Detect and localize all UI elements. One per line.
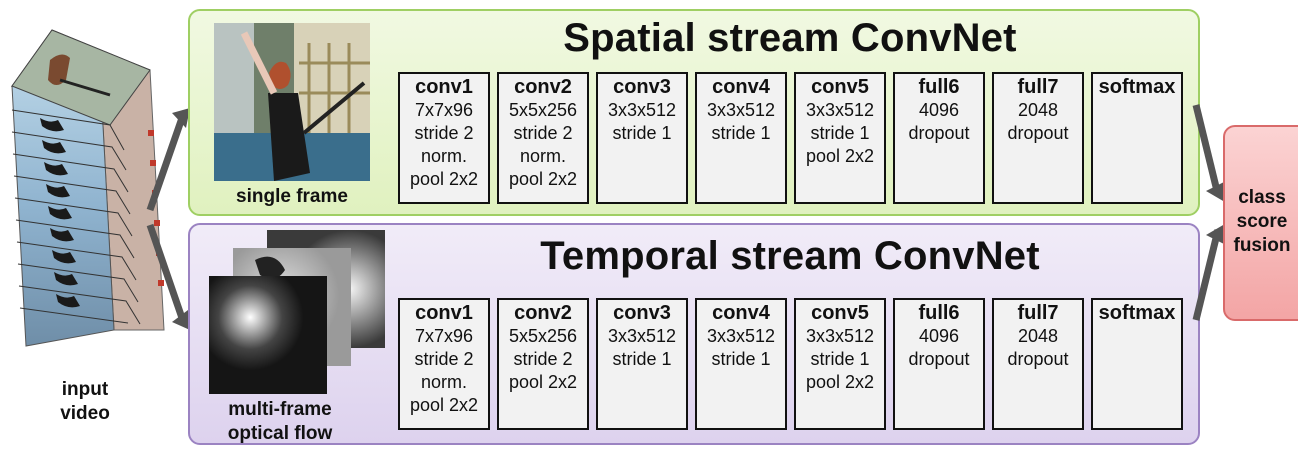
layer-param: pool 2x2 xyxy=(805,372,875,392)
layer-param: stride 1 xyxy=(810,123,870,143)
layer-param: pool 2x2 xyxy=(508,372,578,392)
layer-param: 5x5x256 xyxy=(508,100,578,120)
layer-name: conv2 xyxy=(514,76,572,98)
spatial-stream-title: Spatial stream ConvNet xyxy=(563,16,1017,60)
layer-param: 3x3x512 xyxy=(805,100,875,120)
layer-name: conv1 xyxy=(415,302,473,324)
class-score-fusion-label: class score fusion xyxy=(1233,187,1291,256)
layer-name: conv1 xyxy=(415,76,473,98)
layer-param: pool 2x2 xyxy=(508,169,578,189)
layer-param: 4096 xyxy=(918,100,960,120)
layer-param: 2048 xyxy=(1017,326,1059,346)
layer-param: stride 2 xyxy=(513,123,573,143)
layer-param: norm. xyxy=(420,146,467,166)
layer-param: stride 1 xyxy=(612,349,672,369)
single-frame-image xyxy=(214,23,370,181)
layer-param: pool 2x2 xyxy=(409,169,479,189)
single-frame-caption: single frame xyxy=(236,186,348,207)
layer-param: dropout xyxy=(1007,123,1069,143)
layer-param: 3x3x512 xyxy=(607,326,677,346)
layer-softmax-box: softmax xyxy=(1091,298,1183,430)
layer-param: pool 2x2 xyxy=(409,395,479,415)
layer-param: stride 1 xyxy=(711,349,771,369)
layer-name: full7 xyxy=(1017,302,1059,324)
layer-name: conv2 xyxy=(514,302,572,324)
layer-softmax-box: softmax xyxy=(1091,72,1183,204)
layer-name: conv3 xyxy=(613,302,671,324)
layer-param: 3x3x512 xyxy=(805,326,875,346)
layer-param: 7x7x96 xyxy=(414,100,474,120)
layer-name: conv5 xyxy=(811,302,869,324)
layer-param: stride 2 xyxy=(414,123,474,143)
layer-name: softmax xyxy=(1098,302,1176,324)
layer-param: pool 2x2 xyxy=(805,146,875,166)
layer-name: softmax xyxy=(1098,76,1176,98)
layer-name: conv4 xyxy=(712,76,770,98)
layer-param: dropout xyxy=(908,349,970,369)
layer-param: stride 1 xyxy=(711,123,771,143)
temporal-stream-title: Temporal stream ConvNet xyxy=(540,234,1040,278)
layer-param: 3x3x512 xyxy=(607,100,677,120)
optical-flow-images xyxy=(209,230,385,394)
layer-name: conv4 xyxy=(712,302,770,324)
layer-param: norm. xyxy=(420,372,467,392)
layer-param: stride 1 xyxy=(612,123,672,143)
layer-param: 7x7x96 xyxy=(414,326,474,346)
layer-param: stride 1 xyxy=(810,349,870,369)
layer-param: dropout xyxy=(908,123,970,143)
layer-name: full6 xyxy=(918,302,960,324)
layer-name: full6 xyxy=(918,76,960,98)
layer-param: 3x3x512 xyxy=(706,100,776,120)
input-video-stack xyxy=(10,29,190,347)
layer-name: conv3 xyxy=(613,76,671,98)
layer-param: 3x3x512 xyxy=(706,326,776,346)
layer-param: stride 2 xyxy=(513,349,573,369)
class-score-fusion-box xyxy=(1223,125,1298,321)
layer-param: stride 2 xyxy=(414,349,474,369)
layer-param: 5x5x256 xyxy=(508,326,578,346)
layer-param: 2048 xyxy=(1017,100,1059,120)
layer-param: 4096 xyxy=(918,326,960,346)
layer-param: norm. xyxy=(519,146,566,166)
layer-name: conv5 xyxy=(811,76,869,98)
input-to-streams-arrows xyxy=(146,108,190,330)
layer-name: full7 xyxy=(1017,76,1059,98)
layer-param: dropout xyxy=(1007,349,1069,369)
